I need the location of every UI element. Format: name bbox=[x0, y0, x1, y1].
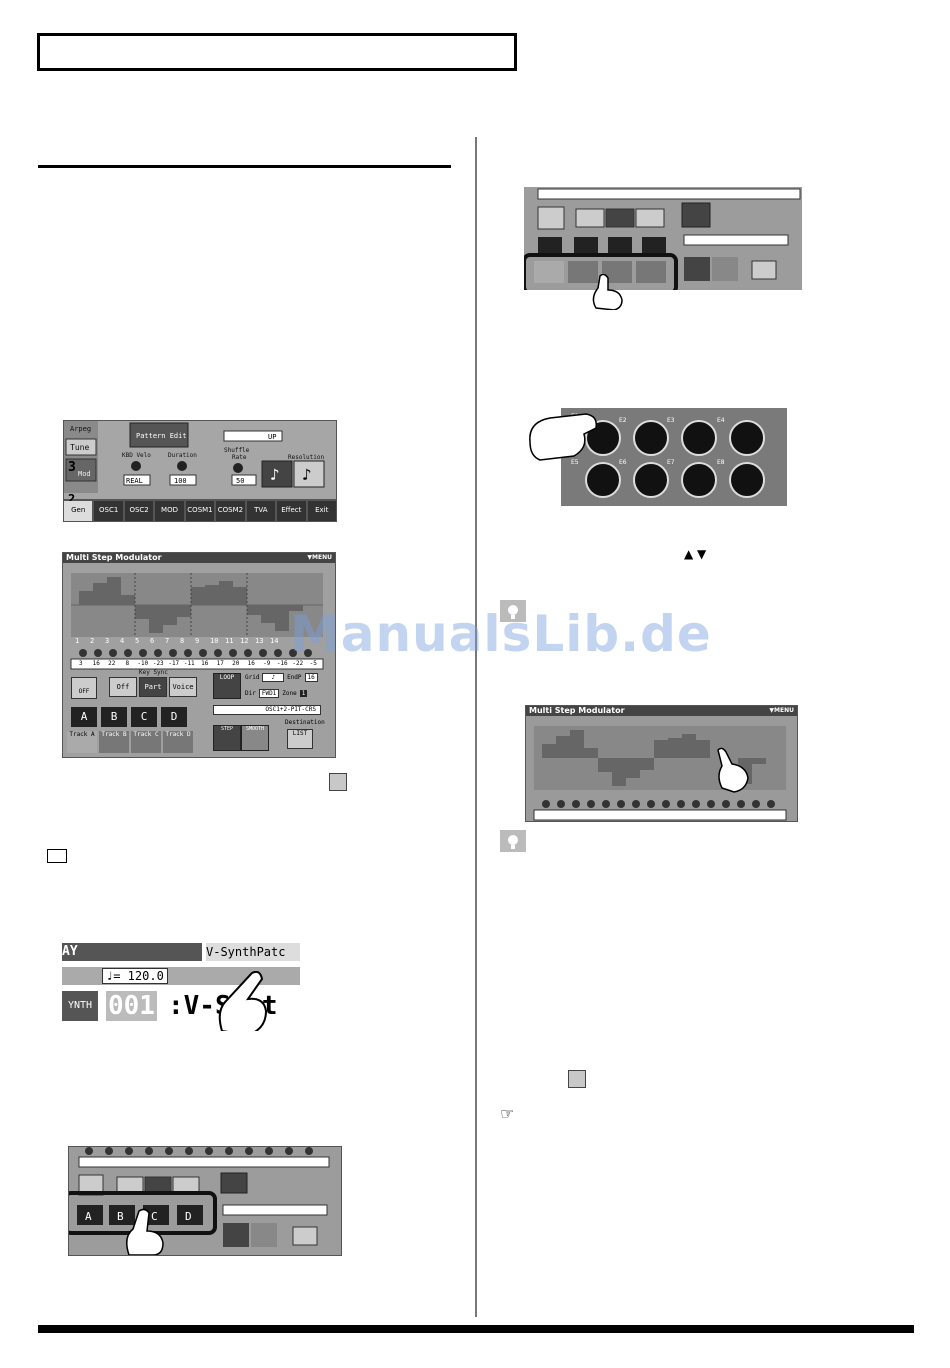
hand-turning-knob-icon bbox=[529, 413, 598, 461]
svg-text:A: A bbox=[85, 1210, 92, 1223]
tab-effect[interactable]: Effect bbox=[277, 501, 306, 521]
svg-text:♪: ♪ bbox=[270, 465, 280, 484]
off-button[interactable]: OFF bbox=[71, 677, 97, 699]
up-down-arrows: ▲ ▼ bbox=[684, 547, 707, 561]
arpeggio-screenshot: Arpeg Tune 3 Mod Pattern Edit KBD Velo D… bbox=[63, 420, 337, 522]
tab-osc1[interactable]: OSC1 bbox=[94, 501, 123, 521]
svg-text:Rate: Rate bbox=[232, 454, 247, 461]
list-button[interactable]: LIST bbox=[287, 729, 313, 749]
tab-tva[interactable]: TVA bbox=[246, 501, 276, 521]
svg-text:E2: E2 bbox=[619, 417, 627, 424]
loop-button[interactable]: LOOP bbox=[213, 673, 241, 699]
tab-cosm2[interactable]: COSM2 bbox=[216, 501, 245, 521]
column-divider bbox=[475, 137, 477, 1317]
patch-number[interactable]: 001 bbox=[106, 991, 157, 1021]
svg-text:E6: E6 bbox=[619, 459, 627, 466]
svg-text:♪: ♪ bbox=[302, 465, 312, 484]
track-tabs: Track A Track B Track C Track D bbox=[67, 731, 193, 753]
pointing-hand-icon bbox=[592, 274, 623, 310]
svg-text:B: B bbox=[117, 1210, 124, 1223]
tab-cosm1[interactable]: COSM1 bbox=[185, 501, 215, 521]
zone-field[interactable]: 1 bbox=[299, 690, 308, 697]
svg-text:E3: E3 bbox=[667, 417, 675, 424]
menu-button[interactable]: ▼MENU bbox=[307, 554, 332, 561]
svg-text:3: 3 bbox=[68, 460, 76, 475]
tab-osc2[interactable]: OSC2 bbox=[124, 501, 154, 521]
arp-bottom-tabs: Gen OSC1 OSC2 MOD COSM1 COSM2 TVA Effect… bbox=[64, 501, 336, 521]
arp-tab-label: Arpeg bbox=[70, 425, 91, 433]
mod-tab-label: Mod bbox=[78, 470, 91, 478]
tip-icon bbox=[500, 830, 526, 852]
svg-text:Shuffle: Shuffle bbox=[224, 447, 250, 454]
msm-graph-screenshot: Multi Step Modulator ▼MENU bbox=[525, 705, 798, 822]
track-d-button[interactable]: D bbox=[161, 707, 187, 727]
svg-text:E8: E8 bbox=[717, 459, 725, 466]
tab-track-d[interactable]: Track D bbox=[163, 731, 193, 753]
section-rule bbox=[38, 165, 451, 168]
tempo-display[interactable]: ♩= 120.0 bbox=[102, 968, 168, 984]
grid-field[interactable]: ♪ bbox=[262, 673, 285, 682]
smooth-button[interactable]: SMOOTH bbox=[241, 725, 269, 751]
svg-text:KBD Velo: KBD Velo bbox=[122, 452, 151, 459]
header-box bbox=[37, 33, 517, 71]
svg-text:REAL: REAL bbox=[126, 477, 143, 485]
keysync-voice-button[interactable]: Voice bbox=[169, 677, 197, 697]
reference-pointer-icon: ☞ bbox=[500, 1104, 515, 1123]
off-button-icon bbox=[329, 773, 347, 791]
pattern-edit-label: Pattern Edit bbox=[136, 432, 187, 440]
svg-text:E5: E5 bbox=[571, 459, 579, 466]
keysync-part-button[interactable]: Part bbox=[139, 677, 167, 697]
keysync-off-button[interactable]: Off bbox=[109, 677, 137, 697]
keysync-group: Off Part Voice bbox=[109, 677, 197, 697]
svg-text:E7: E7 bbox=[667, 459, 675, 466]
svg-text:Resolution: Resolution bbox=[288, 454, 325, 461]
track-b-button[interactable]: B bbox=[101, 707, 127, 727]
svg-text:C: C bbox=[151, 1210, 158, 1223]
svg-text:E4: E4 bbox=[717, 417, 725, 424]
reference-book-icon bbox=[47, 849, 67, 863]
tab-gen[interactable]: Gen bbox=[64, 501, 93, 521]
tab-track-a[interactable]: Track A bbox=[67, 731, 97, 753]
dir-field[interactable]: FWD1 bbox=[258, 689, 280, 698]
track-c-button[interactable]: C bbox=[131, 707, 157, 727]
svg-text:D: D bbox=[185, 1210, 192, 1223]
off-button-icon bbox=[568, 1070, 586, 1088]
endp-field[interactable]: 16 bbox=[304, 673, 318, 682]
tune-tab-label: Tune bbox=[70, 443, 89, 452]
svg-text:UP: UP bbox=[268, 433, 276, 441]
menu-button[interactable]: ▼MENU bbox=[769, 707, 794, 714]
destination-field[interactable]: OSC1+2-PIT-CRS bbox=[213, 705, 321, 715]
watermark: ManualsLib.de bbox=[290, 605, 712, 663]
pointing-hand-icon bbox=[218, 971, 268, 1031]
step-button[interactable]: STEP bbox=[213, 725, 241, 751]
tip-icon bbox=[500, 600, 526, 622]
svg-text:50: 50 bbox=[236, 477, 244, 485]
play-screen-screenshot: AY V-SynthPatc ♩= 120.0 YNTH 001 :V-Synt bbox=[62, 943, 300, 1031]
tab-mod[interactable]: MOD bbox=[155, 501, 184, 521]
tab-track-b[interactable]: Track B bbox=[99, 731, 129, 753]
track-buttons: A B C D bbox=[71, 707, 187, 727]
track-a-button[interactable]: A bbox=[71, 707, 97, 727]
svg-text:2: 2 bbox=[68, 492, 75, 506]
svg-text:Duration: Duration bbox=[168, 452, 197, 459]
svg-text:100: 100 bbox=[174, 477, 187, 485]
track-tabs-screenshot bbox=[524, 187, 802, 290]
tab-track-c[interactable]: Track C bbox=[131, 731, 161, 753]
footer-rule bbox=[38, 1325, 914, 1333]
msm-title: Multi Step Modulator bbox=[66, 553, 162, 562]
tab-exit[interactable]: Exit bbox=[307, 501, 336, 521]
track-buttons-screenshot: A B C D bbox=[68, 1146, 342, 1256]
